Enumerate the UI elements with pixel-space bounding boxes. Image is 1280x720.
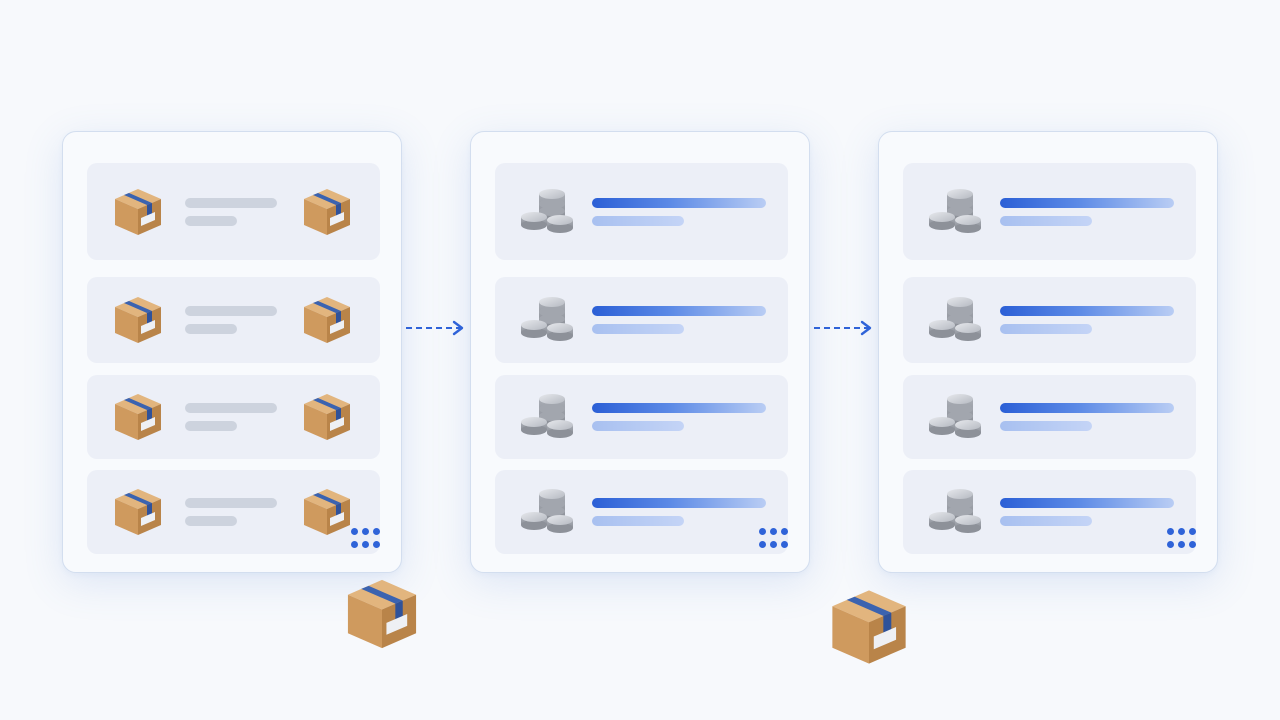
target-panel	[878, 131, 1218, 573]
list-item	[87, 375, 380, 459]
sublabel-bar	[1000, 324, 1092, 334]
package-box-icon[interactable]	[342, 574, 422, 654]
sublabel-bar	[1000, 516, 1092, 526]
sublabel-bar	[185, 324, 237, 334]
list-item	[87, 163, 380, 260]
list-item	[903, 470, 1196, 554]
label-bar	[592, 498, 766, 508]
sublabel-bar	[185, 421, 237, 431]
label-bar	[185, 306, 277, 316]
sublabel-bar	[1000, 215, 1092, 226]
coin-stack-icon	[929, 188, 981, 233]
source-panel	[62, 131, 402, 573]
label-bar	[592, 403, 766, 413]
list-item	[87, 277, 380, 363]
package-box-icon	[115, 394, 161, 440]
more-dots-icon[interactable]	[351, 528, 381, 548]
more-dots-icon[interactable]	[759, 528, 789, 548]
list-item	[495, 163, 788, 260]
label-bar	[592, 197, 766, 208]
label-bar	[1000, 403, 1174, 413]
coin-stack-icon	[929, 394, 981, 438]
sublabel-bar	[185, 516, 237, 526]
package-box-icon	[115, 489, 161, 535]
sublabel-bar	[592, 215, 684, 226]
package-box-icon[interactable]	[826, 584, 912, 670]
label-bar	[185, 197, 277, 208]
sublabel-bar	[185, 215, 237, 226]
package-box-icon	[115, 297, 161, 343]
package-box-icon	[304, 489, 350, 535]
sublabel-bar	[1000, 421, 1092, 431]
list-item	[903, 163, 1196, 260]
dashed-arrow-icon	[406, 320, 464, 336]
coin-stack-icon	[929, 297, 981, 341]
package-box-icon	[304, 188, 350, 235]
coin-stack-icon	[521, 489, 573, 533]
package-box-icon	[304, 297, 350, 343]
list-item	[903, 375, 1196, 459]
list-item	[903, 277, 1196, 363]
coin-stack-icon	[521, 394, 573, 438]
label-bar	[1000, 306, 1174, 316]
coin-stack-icon	[929, 489, 981, 533]
more-dots-icon[interactable]	[1167, 528, 1197, 548]
sublabel-bar	[592, 421, 684, 431]
coin-stack-icon	[521, 188, 573, 233]
middle-panel	[470, 131, 810, 573]
coin-stack-icon	[521, 297, 573, 341]
package-box-icon	[115, 188, 161, 235]
list-item	[495, 277, 788, 363]
list-item	[87, 470, 380, 554]
label-bar	[1000, 197, 1174, 208]
label-bar	[592, 306, 766, 316]
label-bar	[185, 498, 277, 508]
label-bar	[185, 403, 277, 413]
dashed-arrow-icon	[814, 320, 872, 336]
sublabel-bar	[592, 516, 684, 526]
list-item	[495, 470, 788, 554]
sublabel-bar	[592, 324, 684, 334]
label-bar	[1000, 498, 1174, 508]
list-item	[495, 375, 788, 459]
package-box-icon	[304, 394, 350, 440]
